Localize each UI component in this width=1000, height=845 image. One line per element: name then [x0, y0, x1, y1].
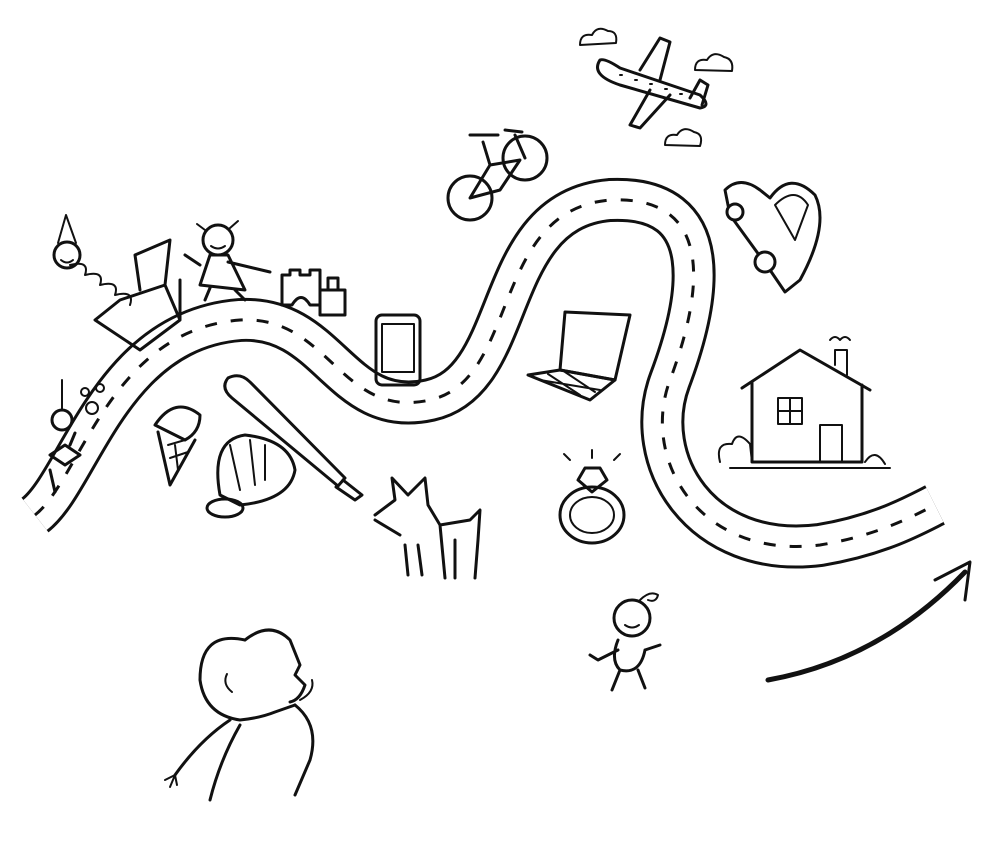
arrow-icon [765, 560, 972, 683]
baby-icon [588, 592, 662, 692]
house-icon [717, 336, 891, 469]
dog-icon [373, 476, 482, 580]
toy-castle-icon [280, 268, 347, 317]
cloud-icon [579, 27, 618, 46]
jack-in-the-box-icon [52, 214, 182, 352]
smartphone-icon [374, 313, 422, 387]
baseball-glove-icon [205, 433, 297, 519]
laptop-icon [526, 310, 632, 402]
ice-cream-icon [153, 405, 202, 487]
doll-icon [183, 220, 272, 302]
baseball-bat-icon [223, 374, 364, 502]
candy-icon [48, 379, 105, 494]
bicycle-icon [446, 128, 549, 222]
cloud-icon [664, 128, 703, 147]
ring-icon [558, 449, 626, 545]
road [20, 177, 945, 569]
airplane-icon [596, 36, 710, 130]
boy-icon [164, 628, 315, 802]
road-center-dashes [34, 198, 936, 548]
cloud-icon [694, 53, 734, 72]
car-icon [723, 181, 822, 294]
